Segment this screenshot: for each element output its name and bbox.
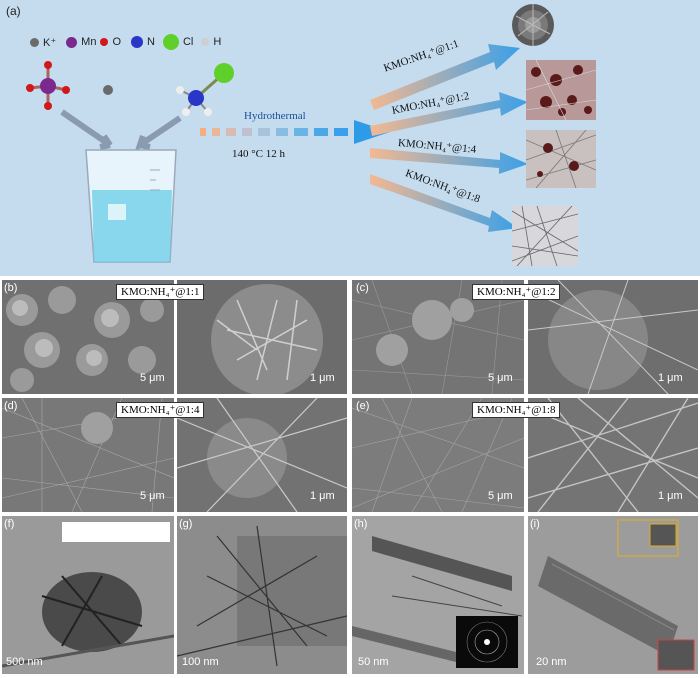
- panel-h-letter: (h): [354, 518, 368, 530]
- tem-i-scale-text: 20 nm: [536, 656, 567, 668]
- sem-c-condition-label: KMO:NH₄⁺@1:2: [472, 284, 561, 300]
- legend-h-label: H: [213, 36, 222, 48]
- sem-b-high-mag-image: [177, 280, 347, 394]
- sem-e-scale-right: 1 μm: [658, 490, 683, 502]
- tem-i-image: [528, 516, 698, 674]
- panel-a-letter: (a): [6, 4, 21, 18]
- sem-e-scale-right-text: 1 μm: [658, 490, 683, 502]
- tem-g-image: [177, 516, 347, 674]
- tem-h-scale-text: 50 nm: [358, 656, 389, 668]
- legend-dot-mn: [66, 36, 78, 48]
- panel-b-letter: (b): [4, 282, 18, 294]
- sem-d-scale-right-text: 1 μm: [310, 490, 335, 502]
- sem-d-scale-left-text: 5 μm: [140, 490, 165, 502]
- tem-f-scale: 500 nm: [6, 656, 43, 668]
- nh4cl-molecule-icon: [176, 63, 234, 116]
- arrow-nh4cl-icon: [134, 115, 182, 153]
- legend-o-label: O: [112, 36, 121, 48]
- panel-g-letter: (g): [179, 518, 193, 530]
- panel-c-letter: (c): [356, 282, 369, 294]
- kmno4-molecule-icon: [26, 61, 70, 110]
- legend-mn-label: Mn: [81, 36, 97, 48]
- sem-d-condition-label: KMO:NH₄⁺@1:4: [116, 402, 205, 418]
- sem-c-low-mag-image: [352, 280, 524, 394]
- legend-dot-n: [131, 36, 143, 48]
- sem-b-scale-left-text: 5 μm: [140, 372, 165, 384]
- sem-e-scale-left: 5 μm: [488, 490, 513, 502]
- reagents-illustration: [26, 61, 234, 263]
- arrow-kmno4-icon: [60, 109, 113, 150]
- potassium-ion-icon: [103, 85, 113, 95]
- legend-dot-o: [100, 38, 109, 46]
- legend-k-label: K⁺: [43, 36, 57, 49]
- tem-h-scale: 50 nm: [358, 656, 389, 668]
- legend-n-label: N: [147, 36, 155, 48]
- tem-f-blank-box: [62, 522, 170, 542]
- legend-dot-cl: [162, 34, 179, 50]
- product-1-8-image: [511, 205, 579, 267]
- sem-b-condition-label: KMO:NH₄⁺@1:1: [116, 284, 205, 300]
- tem-g-scale: 100 nm: [182, 656, 219, 668]
- sem-e-condition-label: KMO:NH₄⁺@1:8: [472, 402, 561, 418]
- beaker-icon: [85, 149, 177, 263]
- sem-d-high-mag-image: [177, 398, 347, 512]
- sem-b-scale-right: 1 μm: [310, 372, 335, 384]
- sem-e-scale-left-text: 5 μm: [488, 490, 513, 502]
- sem-c-scale-right: 1 μm: [658, 372, 683, 384]
- tem-f-scale-text: 500 nm: [6, 656, 43, 668]
- sem-d-scale-right: 1 μm: [310, 490, 335, 502]
- panel-i-letter: (i): [530, 518, 540, 530]
- sem-b-scale-left: 5 μm: [140, 372, 165, 384]
- conditions-label: 140 °C 12 h: [232, 148, 285, 160]
- panel-f-letter: (f): [4, 518, 15, 530]
- sem-c-scale-left: 5 μm: [488, 372, 513, 384]
- sem-c-scale-left-text: 5 μm: [488, 372, 513, 384]
- sem-c-high-mag-image: [528, 280, 698, 394]
- sem-c-scale-right-text: 1 μm: [658, 372, 683, 384]
- legend-dot-h: [201, 38, 210, 46]
- legend-dot-k: [30, 37, 39, 47]
- route-arrows-icon: [370, 44, 528, 232]
- panel-d-letter: (d): [4, 400, 18, 412]
- product-1-2-image: [525, 59, 597, 121]
- sem-d-scale-left: 5 μm: [140, 490, 165, 502]
- process-label: Hydrothermal: [244, 110, 306, 122]
- product-1-4-image: [525, 129, 597, 189]
- tem-i-scale: 20 nm: [536, 656, 567, 668]
- atom-legend: K⁺ Mn O N Cl H: [30, 34, 221, 50]
- tem-f-image: [2, 516, 174, 674]
- sem-b-scale-right-text: 1 μm: [310, 372, 335, 384]
- schematic-panel-a: (a) K⁺ Mn O N Cl H: [0, 0, 700, 276]
- tem-g-scale-text: 100 nm: [182, 656, 219, 668]
- legend-cl-label: Cl: [182, 36, 194, 48]
- tem-h-image: [352, 516, 524, 674]
- product-flower-1-1-image: [512, 4, 554, 46]
- panel-e-letter: (e): [356, 400, 370, 412]
